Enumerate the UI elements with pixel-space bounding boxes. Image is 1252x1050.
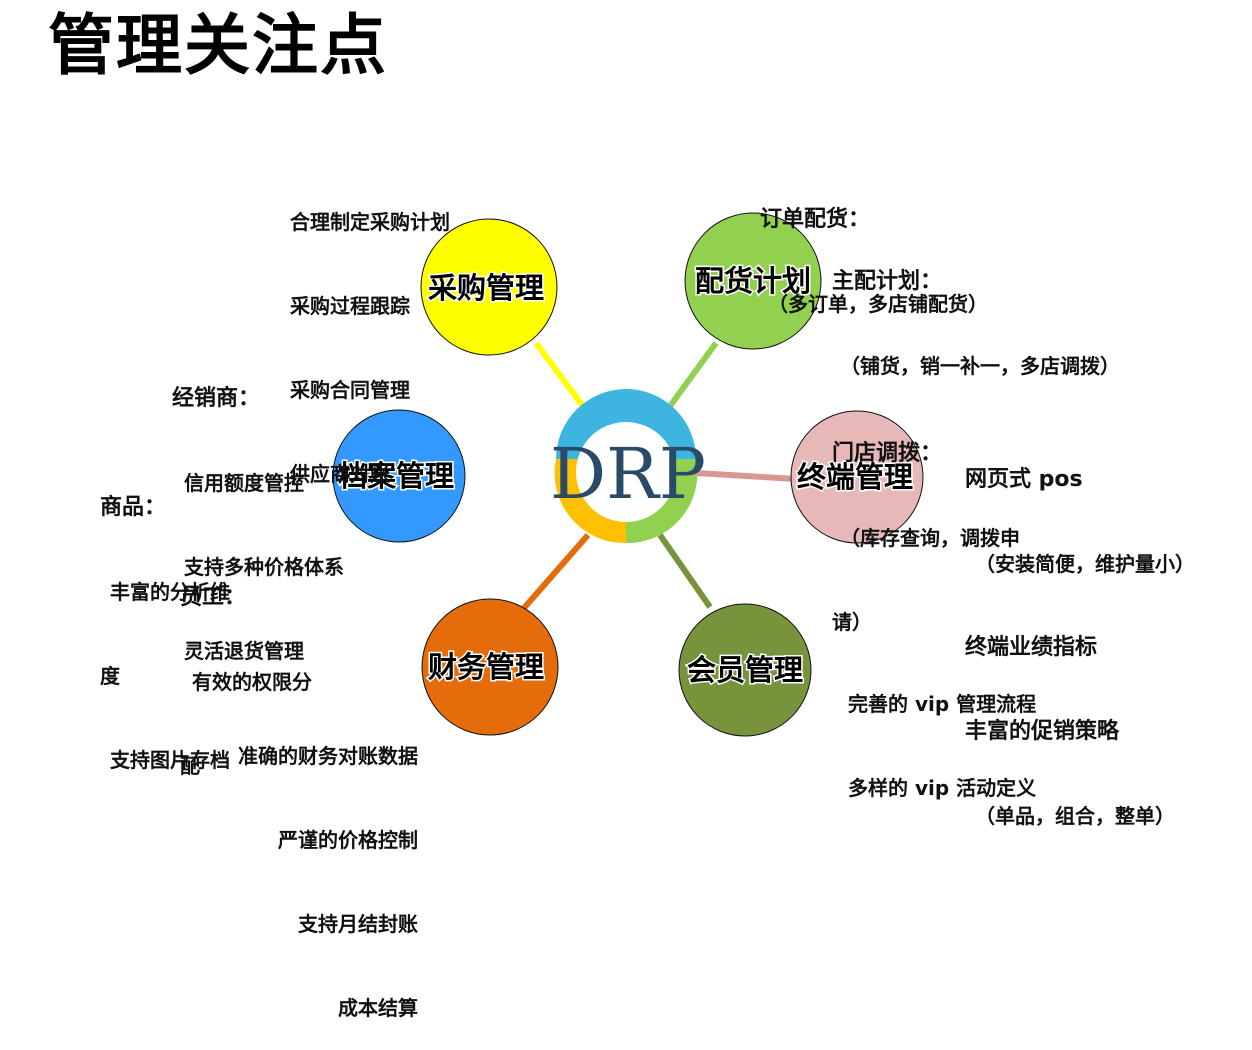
connector-distribution <box>662 341 719 415</box>
notes-terminal: 网页式 pos （安装简便，维护量小） 终端业绩指标 丰富的促销策略 （单品，组… <box>965 410 1195 858</box>
note-heading: 经销商： <box>172 386 261 411</box>
note-line: （铺货，销一补一，多店调拨） <box>840 354 1120 378</box>
node-distribution-label: 配货计划 <box>695 264 811 298</box>
note-line: 配 <box>180 754 200 778</box>
notes-archive-goods: 商品： 丰富的分析维 度 支持图片存档 <box>100 438 230 802</box>
node-distribution: 配货计划 <box>684 212 822 350</box>
note-line: 完善的 vip 管理流程 <box>848 692 1037 716</box>
hub-spoke-diagram: 采购管理 配货计划 终端管理 会员管理 财务管理 档案管理 DRP <box>332 212 924 737</box>
note-line: 支持图片存档 <box>110 748 230 772</box>
node-terminal: 终端管理 <box>790 410 924 544</box>
note-line: 多样的 vip 活动定义 <box>848 776 1037 800</box>
note-line: 严谨的价格控制 <box>278 828 418 852</box>
note-heading: 商品： <box>100 495 167 520</box>
note-line: 丰富的分析维 <box>110 580 230 604</box>
page-title: 管理关注点 <box>48 7 388 84</box>
center-inner-circle <box>576 422 676 522</box>
node-member-label: 会员管理 <box>687 653 803 687</box>
notes-distribution-plan: 主配计划： （铺货，销一补一，多店调拨） 门店调拨： （库存查询，调拨申 请） <box>832 212 1120 664</box>
note-line: （单品，组合，整单） <box>975 804 1175 828</box>
note-line: 有效的权限分 <box>192 670 312 694</box>
note-line: （多订单，多店铺配货） <box>768 292 988 316</box>
connector-procurement <box>533 341 591 415</box>
node-terminal-circle <box>790 410 924 544</box>
notes-archive-dealer: 经销商： 信用额度管控 支持多种价格体系 灵活退货管理 <box>172 329 344 693</box>
note-heading: 终端业绩指标 <box>965 635 1098 660</box>
note-line: 灵活退货管理 <box>184 639 304 663</box>
note-line: 支持多种价格体系 <box>184 555 344 579</box>
notes-distribution-order: 订单配货： （多订单，多店铺配货） <box>760 150 988 346</box>
note-line: 信用额度管控 <box>184 471 304 495</box>
node-archive-label: 档案管理 <box>338 459 454 493</box>
note-heading: 员工： <box>180 585 247 610</box>
note-line: 供应商对账 <box>290 462 390 486</box>
node-archive: 档案管理 <box>332 409 466 543</box>
note-line: 合理制定采购计划 <box>290 210 450 234</box>
note-line: 支持月结封账 <box>298 912 418 936</box>
note-line: （库存查询，调拨申 <box>840 526 1020 550</box>
connector-terminal <box>695 470 797 482</box>
note-heading: 门店调拨： <box>832 441 943 466</box>
node-procurement: 采购管理 <box>420 218 558 356</box>
center-label: DRP <box>550 433 706 515</box>
notes-procurement: 合理制定采购计划 采购过程跟踪 采购合同管理 供应商对账 <box>290 152 450 516</box>
note-line: 请） <box>832 610 872 634</box>
note-line: 采购合同管理 <box>290 378 410 402</box>
note-line: 成本结算 <box>338 996 418 1020</box>
note-heading: 网页式 pos <box>965 467 1083 492</box>
node-terminal-label: 终端管理 <box>797 460 913 494</box>
connector-finance <box>521 533 591 610</box>
node-finance-circle <box>421 598 559 736</box>
node-finance: 财务管理 <box>421 598 559 736</box>
note-line: （安装简便，维护量小） <box>975 552 1195 576</box>
note-heading: 订单配货： <box>760 207 871 232</box>
node-procurement-circle <box>420 218 558 356</box>
note-line: 度 <box>100 664 120 688</box>
node-distribution-circle <box>684 212 822 350</box>
node-archive-circle <box>332 409 466 543</box>
notes-archive-staff: 员工： 有效的权限分 配 <box>180 528 312 808</box>
note-heading: 主配计划： <box>832 269 943 294</box>
node-finance-label: 财务管理 <box>428 650 544 684</box>
center-hub: DRP <box>550 389 706 544</box>
connector-member <box>657 533 713 609</box>
node-member: 会员管理 <box>678 603 812 737</box>
note-line: 采购过程跟踪 <box>290 294 410 318</box>
note-line: 准确的财务对账数据 <box>238 744 418 768</box>
node-procurement-label: 采购管理 <box>428 271 544 305</box>
node-member-circle <box>678 603 812 737</box>
note-heading: 丰富的促销策略 <box>965 719 1120 744</box>
notes-member: 完善的 vip 管理流程 多样的 vip 活动定义 <box>848 634 1036 830</box>
